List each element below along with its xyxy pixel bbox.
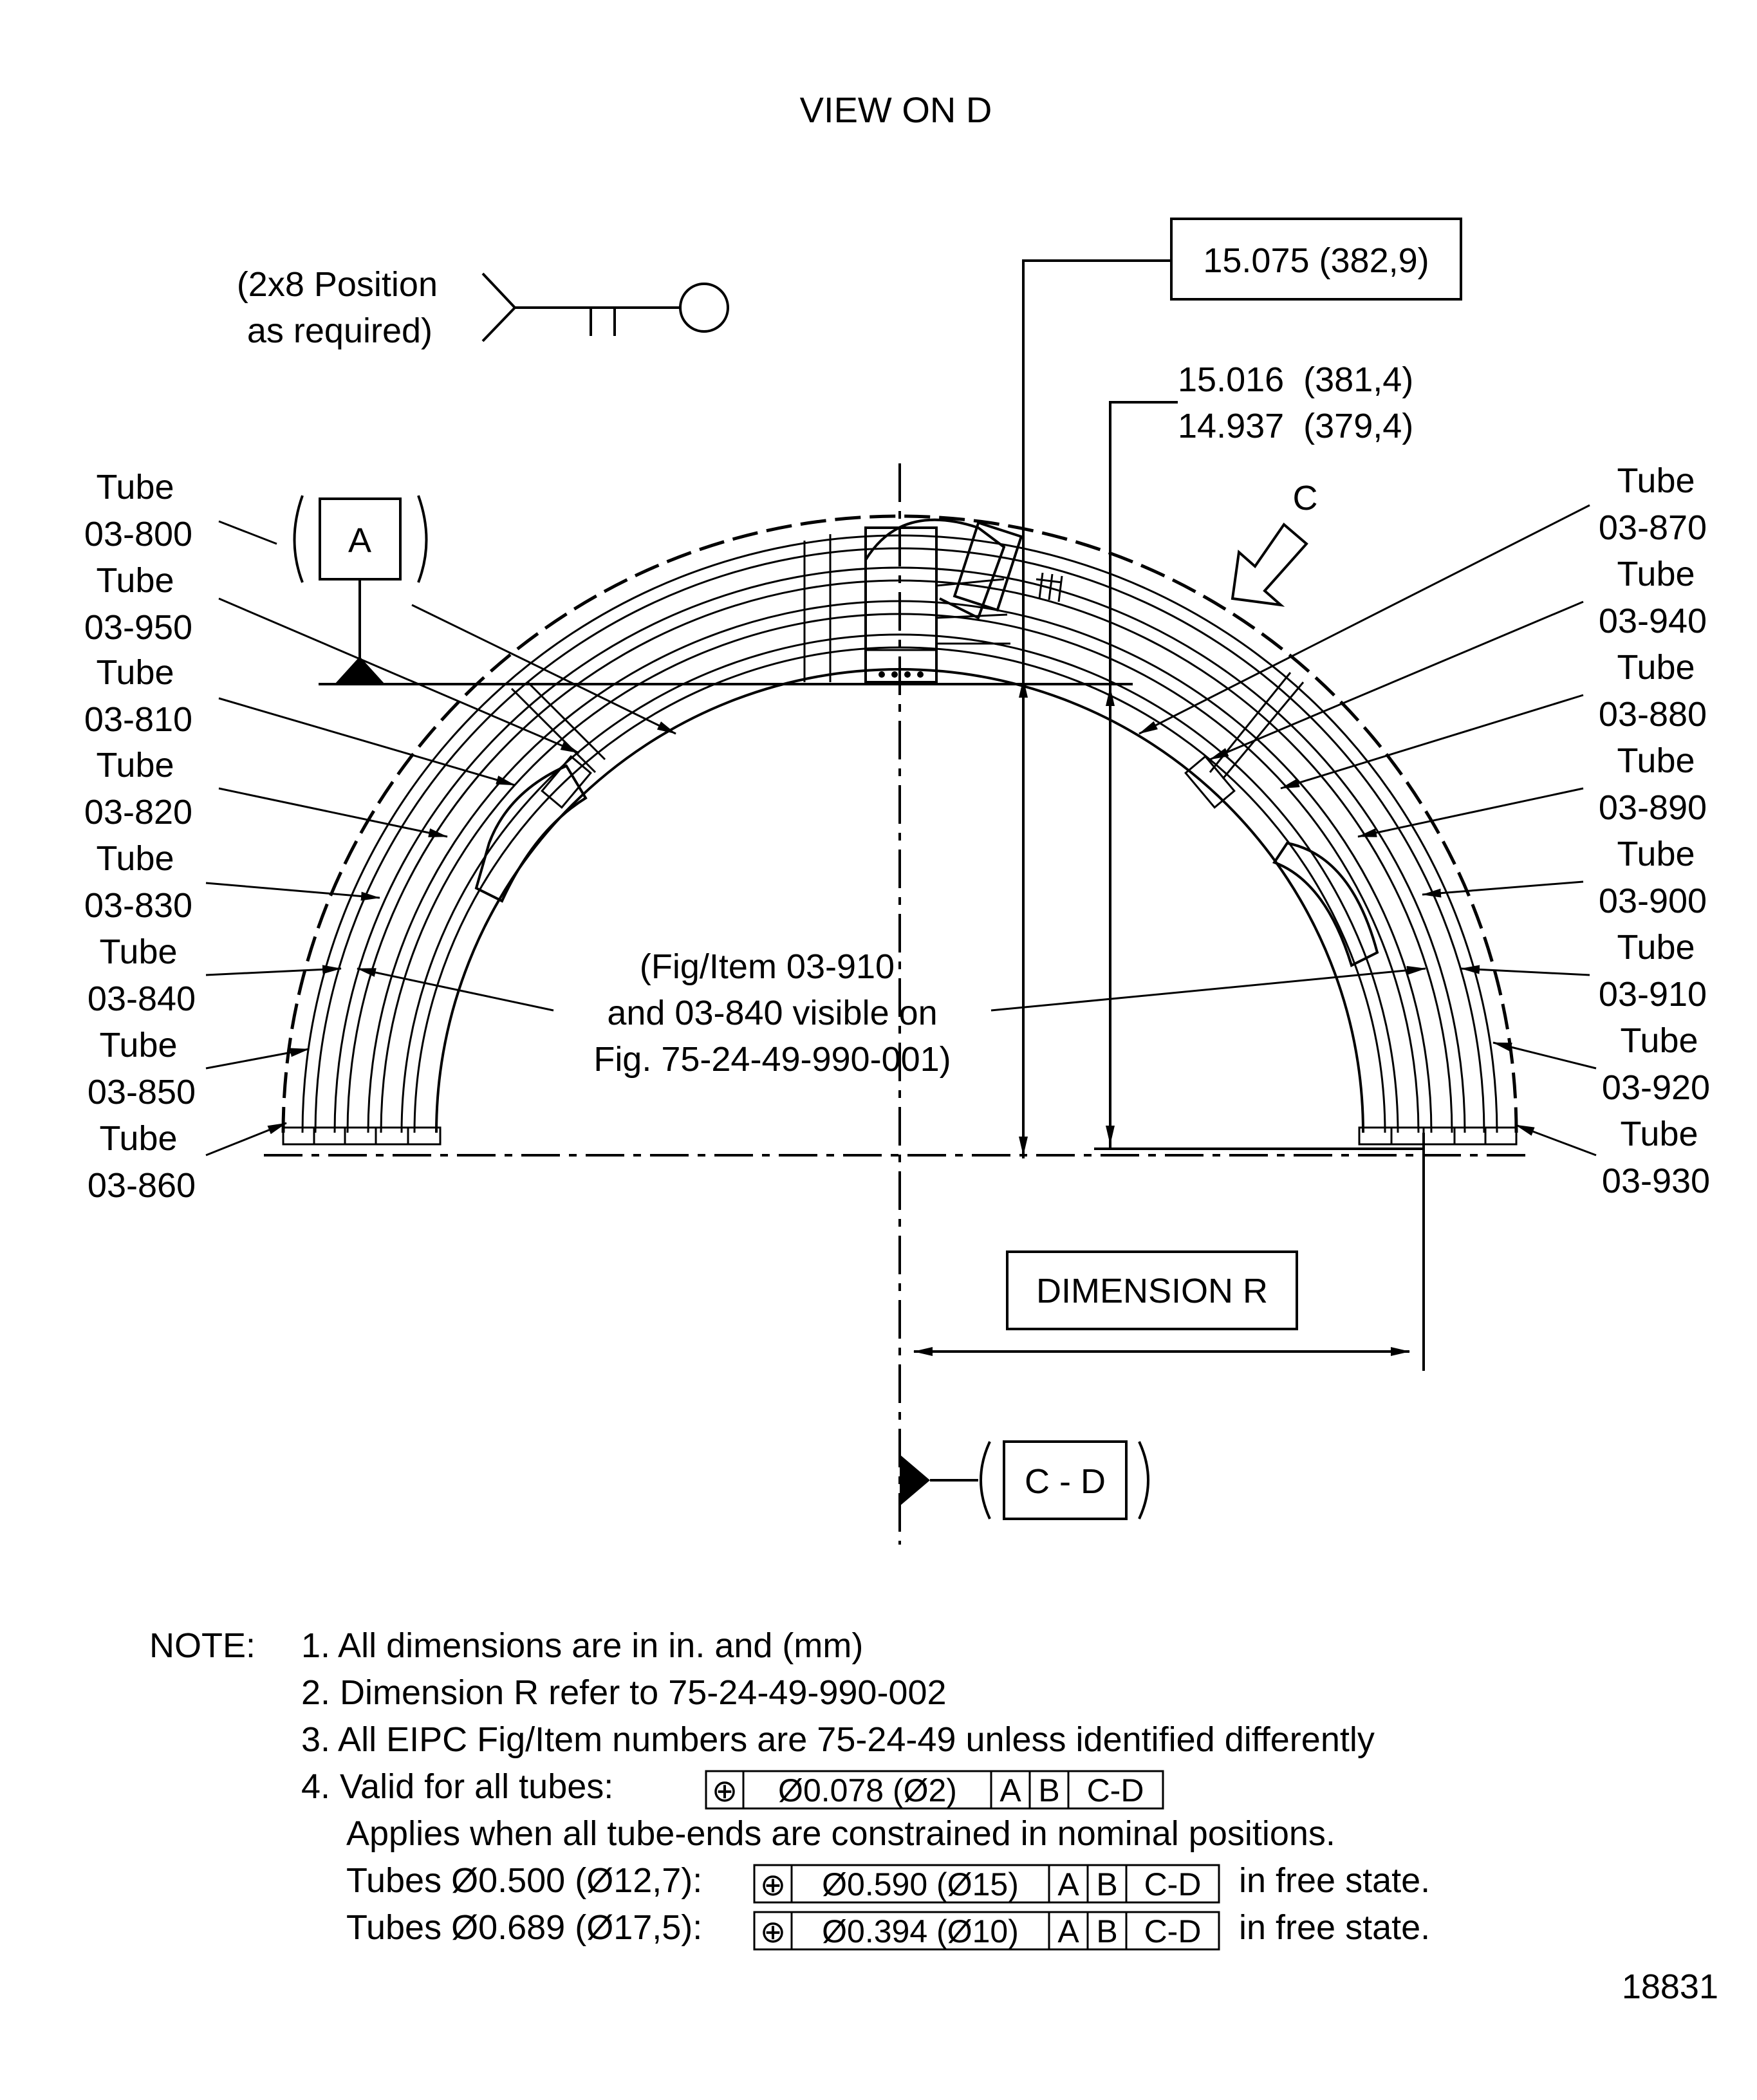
tube-word: Tube [96, 839, 174, 878]
center-note-line1: (Fig/Item 03-910 [640, 947, 895, 986]
tube-word: Tube [1617, 741, 1695, 780]
tube-word: Tube [96, 746, 174, 785]
right-leaders [1139, 504, 1597, 1157]
weld-symbol [481, 272, 729, 342]
frame-0-datum-cd: C-D [1087, 1772, 1144, 1808]
frame-1-datum-b: B [1096, 1866, 1117, 1902]
tube-word: Tube [96, 561, 174, 600]
tube-number: 03-920 [1602, 1068, 1710, 1107]
tube-word: Tube [99, 1026, 177, 1064]
note-4: 4. Valid for all tubes: [301, 1767, 613, 1806]
dimension-inner-line2: 14.937 (379,4) [1178, 407, 1413, 445]
tolerance-1-label: Tubes Ø0.500 (Ø12,7): [346, 1861, 702, 1900]
weld-note-line2: as required) [247, 311, 432, 350]
frame-1-datum-cd: C-D [1144, 1866, 1202, 1902]
tube-word: Tube [1620, 1021, 1698, 1060]
tube-word: Tube [1617, 555, 1695, 593]
datum-cd-text: C - D [1025, 1462, 1106, 1501]
tube-number: 03-900 [1599, 882, 1707, 920]
view-title: VIEW ON D [800, 89, 992, 130]
weld-note-line1: (2x8 Position [237, 265, 438, 304]
dimension-outer-text: 15.075 (382,9) [1203, 241, 1429, 280]
tube-word: Tube [1617, 648, 1695, 687]
tube-number: 03-910 [1599, 975, 1707, 1014]
tube-word: Tube [1617, 928, 1695, 967]
tube-bundle [281, 514, 1518, 1133]
feature-control-frame-1: ⊕ Ø0.590 (Ø15) A B C-D [753, 1864, 1220, 1904]
frame-0-datum-a: A [999, 1772, 1021, 1808]
dimension-inner-line1: 15.016 (381,4) [1178, 360, 1413, 399]
figure-number: 18831 [1622, 1967, 1718, 2006]
weld-note: (2x8 Position as required) [237, 265, 438, 350]
note-1: 1. All dimensions are in in. and (mm) [301, 1626, 863, 1665]
feature-control-frame-0: ⊕ Ø0.078 (Ø2) A B C-D [705, 1770, 1164, 1810]
tube-number: 03-950 [84, 608, 192, 647]
position-symbol: ⊕ [712, 1774, 738, 1808]
tube-number: 03-870 [1599, 508, 1707, 547]
dimension-r-text: DIMENSION R [1036, 1272, 1268, 1310]
feature-control-frame-2: ⊕ Ø0.394 (Ø10) A B C-D [753, 1911, 1220, 1951]
tube-number: 03-830 [84, 886, 192, 925]
tolerance-2-label: Tubes Ø0.689 (Ø17,5): [346, 1908, 702, 1947]
free-state-1: in free state. [1239, 1861, 1430, 1900]
tube-number: 03-840 [88, 980, 196, 1018]
frame-0-datum-b: B [1038, 1772, 1059, 1808]
notes: NOTE: 1. All dimensions are in in. and (… [149, 1626, 1430, 1947]
tube-word: Tube [1620, 1115, 1698, 1153]
notes-heading: NOTE: [149, 1626, 256, 1665]
tube-word: Tube [1617, 835, 1695, 873]
elbow-fitting [803, 518, 1023, 683]
tube-number: 03-940 [1599, 602, 1707, 640]
frame-0-tolerance: Ø0.078 (Ø2) [778, 1772, 957, 1808]
datum-a: A [293, 495, 428, 684]
frame-2-datum-a: A [1057, 1913, 1079, 1949]
center-note: (Fig/Item 03-910 and 03-840 visible on F… [357, 947, 1426, 1079]
datum-cd: C - D [900, 1440, 1149, 1520]
view-arrow-c: C [1231, 479, 1318, 607]
tube-end-fittings-left [282, 1126, 442, 1146]
clamp-right [1036, 572, 1379, 967]
frame-1-datum-a: A [1057, 1866, 1079, 1902]
tube-number: 03-850 [88, 1073, 196, 1111]
frame-2-datum-b: B [1096, 1913, 1117, 1949]
tube-number: 03-930 [1602, 1162, 1710, 1200]
tube-word: Tube [99, 1119, 177, 1158]
clamp-left [474, 681, 606, 903]
note-4-applies: Applies when all tube-ends are constrain… [346, 1814, 1335, 1853]
left-leaders [205, 520, 676, 1157]
tube-word: Tube [96, 468, 174, 506]
right-tube-labels: Tube 03-870 Tube 03-940 Tube 03-880 Tube… [1599, 461, 1710, 1200]
tube-word: Tube [1617, 461, 1695, 500]
free-state-2: in free state. [1239, 1908, 1430, 1947]
tube-number: 03-820 [84, 793, 192, 832]
center-note-line2: and 03-840 visible on [607, 994, 937, 1032]
view-marker-text: C [1293, 479, 1318, 517]
tube-number: 03-890 [1599, 788, 1707, 827]
tube-end-fittings-right [1358, 1126, 1518, 1146]
position-symbol: ⊕ [760, 1915, 786, 1949]
tube-number: 03-800 [84, 515, 192, 553]
datum-a-text: A [348, 521, 371, 560]
tube-number: 03-880 [1599, 695, 1707, 734]
frame-2-tolerance: Ø0.394 (Ø10) [822, 1913, 1019, 1949]
left-tube-labels: Tube 03-800 Tube 03-950 Tube 03-810 Tube… [84, 468, 196, 1205]
frame-2-datum-cd: C-D [1144, 1913, 1202, 1949]
dimension-box-outer [1170, 218, 1462, 301]
tube-word: Tube [99, 933, 177, 971]
note-3: 3. All EIPC Fig/Item numbers are 75-24-4… [301, 1720, 1375, 1759]
frame-1-tolerance: Ø0.590 (Ø15) [822, 1866, 1019, 1902]
tube-word: Tube [96, 653, 174, 692]
dimension-r: DIMENSION R [913, 1133, 1425, 1371]
tube-number: 03-810 [84, 700, 192, 739]
position-symbol: ⊕ [760, 1868, 786, 1902]
tube-number: 03-860 [88, 1166, 196, 1205]
note-2: 2. Dimension R refer to 75-24-49-990-002 [301, 1673, 947, 1712]
center-note-line3: Fig. 75-24-49-990-001) [593, 1040, 951, 1079]
